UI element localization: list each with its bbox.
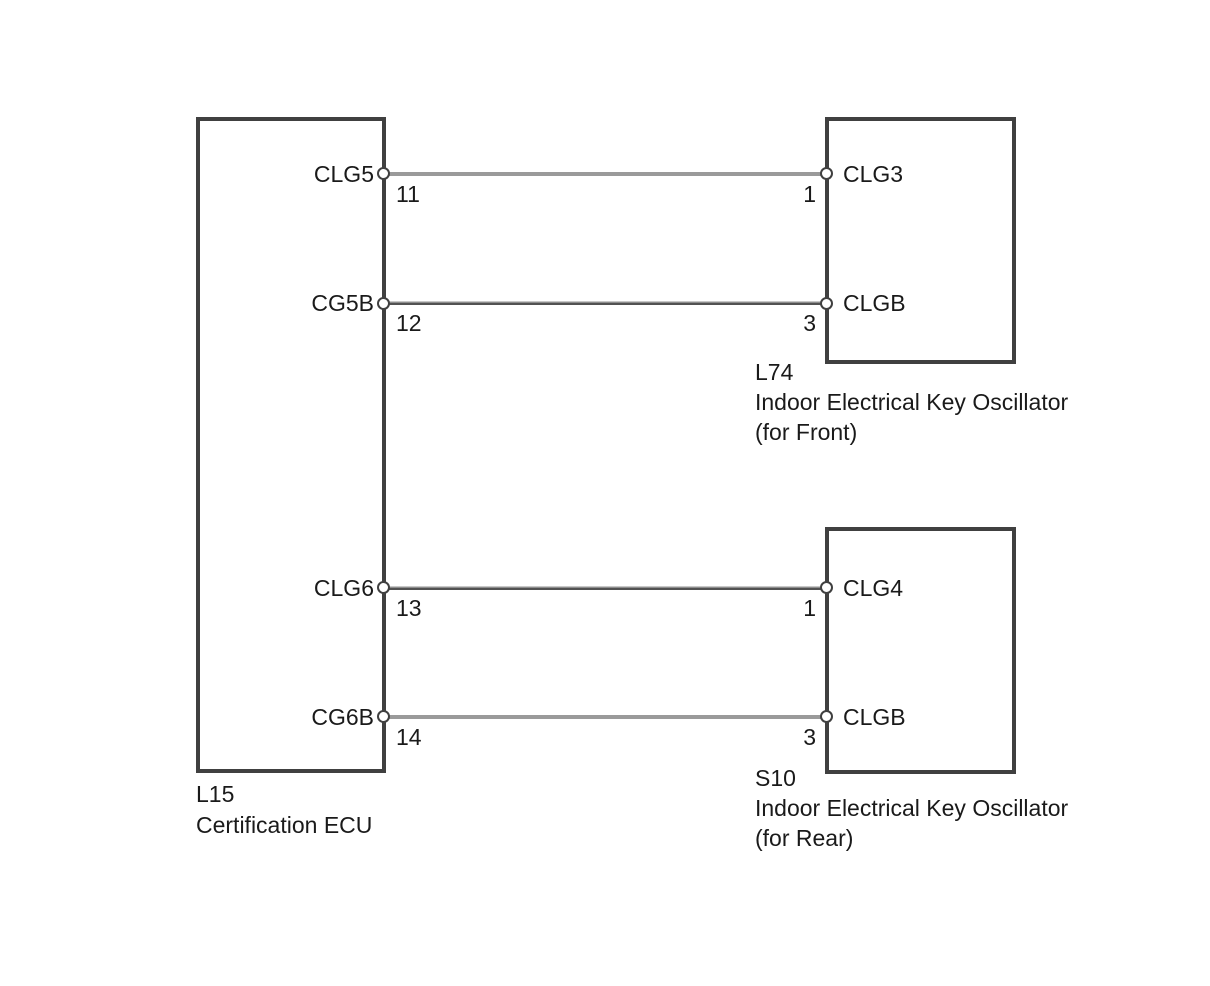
pin-circle-rear-3 <box>820 710 833 723</box>
pin-circle-ecu-14 <box>377 710 390 723</box>
rear-oscillator-caption: S10 Indoor Electrical Key Oscillator (fo… <box>755 763 1068 853</box>
ecu-name: Certification ECU <box>196 812 373 838</box>
pin-number-ecu-12: 12 <box>396 310 422 336</box>
pin-label-cg6b: CG6B <box>311 704 374 730</box>
rear-oscillator-variant: (for Rear) <box>755 825 854 851</box>
pin-label-clg3: CLG3 <box>843 161 904 187</box>
pin-label-cg5b: CG5B <box>311 290 374 316</box>
ecu-code: L15 <box>196 781 235 807</box>
pin-circle-front-3 <box>820 297 833 310</box>
pin-number-ecu-11: 11 <box>396 181 420 207</box>
wire-cg5b-to-clgb-front <box>386 301 827 305</box>
pin-circle-ecu-12 <box>377 297 390 310</box>
wire-clg6-to-clg4 <box>386 586 827 590</box>
pin-circle-front-1 <box>820 167 833 180</box>
pin-circle-rear-1 <box>820 581 833 594</box>
front-oscillator-variant: (for Front) <box>755 419 858 445</box>
ecu-caption: L15 Certification ECU <box>196 779 372 841</box>
rear-oscillator-box <box>825 527 1016 774</box>
wire-clg5-to-clg3 <box>386 172 827 176</box>
front-oscillator-name: Indoor Electrical Key Oscillator <box>755 389 1069 415</box>
pin-label-clg4: CLG4 <box>843 575 904 601</box>
pin-label-clg6: CLG6 <box>313 575 374 601</box>
pin-label-clgb-rear: CLGB <box>843 704 906 730</box>
wire-cg6b-to-clgb-rear <box>386 715 827 719</box>
rear-oscillator-name: Indoor Electrical Key Oscillator <box>755 795 1069 821</box>
pin-number-rear-1: 1 <box>803 595 816 621</box>
pin-number-front-3: 3 <box>803 310 816 336</box>
front-oscillator-box <box>825 117 1016 364</box>
pin-number-ecu-14: 14 <box>396 724 422 750</box>
pin-circle-ecu-11 <box>377 167 390 180</box>
pin-number-front-1: 1 <box>803 181 816 207</box>
pin-number-rear-3: 3 <box>803 724 816 750</box>
front-oscillator-caption: L74 Indoor Electrical Key Oscillator (fo… <box>755 357 1068 447</box>
certification-ecu-box <box>196 117 386 773</box>
pin-label-clgb-front: CLGB <box>843 290 906 316</box>
rear-oscillator-code: S10 <box>755 765 796 791</box>
front-oscillator-code: L74 <box>755 359 794 385</box>
pin-number-ecu-13: 13 <box>396 595 422 621</box>
pin-circle-ecu-13 <box>377 581 390 594</box>
pin-label-clg5: CLG5 <box>313 161 374 187</box>
